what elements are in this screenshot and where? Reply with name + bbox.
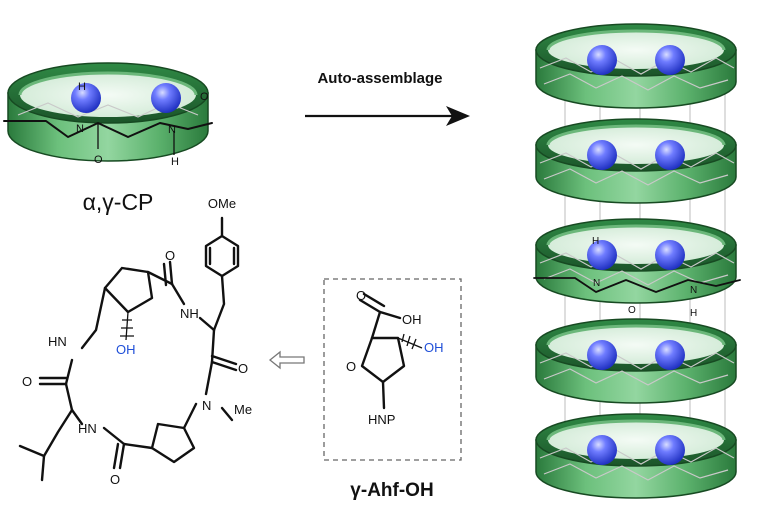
hn-label: HN: [78, 421, 97, 436]
ring-h-label: H: [592, 236, 599, 247]
carbonyl-o-label: O: [238, 361, 248, 376]
monomer-label: γ-Ahf-OH: [350, 480, 433, 501]
ring-o-label: O: [628, 305, 636, 316]
macrocycle-structure: OMe O NH O N Me OH HN O HN O: [18, 196, 252, 487]
nanotube-ring: [534, 317, 738, 405]
hydroxyl-label: OH: [424, 340, 444, 355]
ring-h-label: H: [171, 156, 179, 168]
nanotube-stack: H N N H O: [533, 22, 741, 500]
ring-n-label: N: [76, 123, 84, 135]
nanotube-ring: [534, 117, 738, 205]
cp-label: α,γ-CP: [83, 189, 154, 215]
nanotube-ring: [534, 22, 738, 110]
carbonyl-o-label: O: [110, 472, 120, 487]
carbonyl-o-label: O: [165, 248, 175, 263]
ring-n-label: N: [593, 278, 600, 289]
n-methyl-label: N: [202, 398, 211, 413]
methyl-label: Me: [234, 402, 252, 417]
hn-label: HN: [48, 334, 67, 349]
monomer-box: O OH O OH HNP: [323, 278, 462, 461]
ome-label: OMe: [208, 196, 236, 211]
ring-n-label: N: [690, 285, 697, 296]
acid-oh-label: OH: [402, 312, 422, 327]
ring-oxygen-label: O: [346, 359, 356, 374]
carbonyl-o-label: O: [22, 374, 32, 389]
nh-label: NH: [180, 306, 199, 321]
ring-o-label: O: [200, 91, 209, 103]
cyclic-peptide-ring: H N N H O O: [3, 62, 213, 168]
ring-o-label: O: [94, 154, 103, 166]
carbonyl-o-label: O: [356, 288, 366, 303]
hydroxyl-label: OH: [116, 342, 136, 357]
derivation-arrow: [268, 350, 305, 370]
hnp-label: HNP: [368, 412, 395, 427]
ring-n-label: N: [168, 124, 176, 136]
nanotube-ring: [534, 412, 738, 500]
hydrogen-bond-sphere: [151, 83, 181, 113]
ring-h-label: H: [78, 81, 86, 93]
hydrogen-bond-sphere: [71, 83, 101, 113]
ring-h-label: H: [690, 308, 697, 319]
nanotube-ring: [534, 217, 738, 305]
self-assembly-arrow: [305, 106, 470, 126]
arrow-label: Auto-assemblage: [317, 70, 442, 87]
